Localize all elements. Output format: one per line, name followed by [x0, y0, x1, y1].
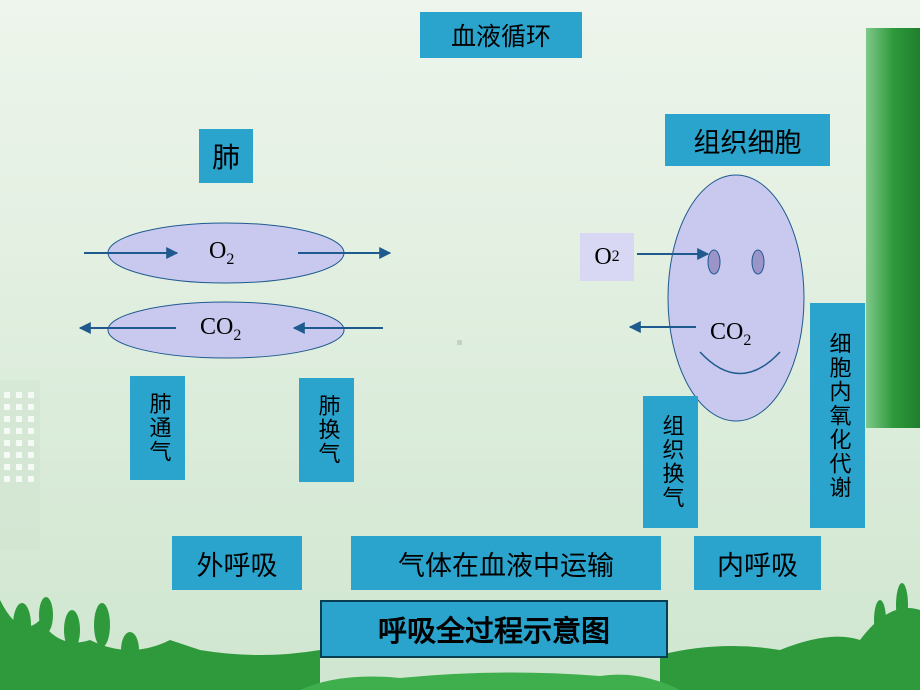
lung-exchange-box: 肺换气: [299, 378, 354, 482]
tissue-cells-box: 组织细胞: [665, 114, 830, 166]
right-green-bar: [866, 28, 920, 428]
diagram-title-box: 呼吸全过程示意图: [320, 600, 668, 658]
blood-circulation-label: 血液循环: [450, 22, 551, 51]
cell-right-eye: [751, 249, 765, 275]
lung-ventilation-label: 肺通气: [145, 392, 171, 464]
bottom-grass-decoration: [0, 583, 920, 690]
lung-co2-oval: [107, 301, 345, 359]
lung-ventilation-box: 肺通气: [130, 376, 185, 480]
lung-co2-label: CO2: [200, 314, 242, 344]
external-respiration-label: 外呼吸: [196, 550, 278, 582]
tissue-exchange-label: 组织换气: [658, 414, 684, 510]
tissue-cell-face: [667, 174, 805, 422]
cell-metabolism-box: 细胞内氧化代谢: [810, 303, 865, 528]
gas-transport-label: 气体在血液中运输: [398, 550, 614, 582]
blood-circulation-box: 血液循环: [420, 12, 582, 58]
cell-smile: [699, 351, 781, 375]
tissue-exchange-box: 组织换气: [643, 396, 698, 528]
external-respiration-box: 外呼吸: [172, 536, 302, 590]
left-grid-pattern: [0, 380, 40, 550]
cell-co2-label: CO2: [710, 319, 752, 349]
lung-o2-label: O2: [209, 238, 235, 268]
gas-transport-box: 气体在血液中运输: [351, 536, 661, 590]
lung-exchange-label: 肺换气: [314, 394, 340, 466]
lung-box: 肺: [199, 129, 253, 183]
cell-metabolism-label: 细胞内氧化代谢: [825, 331, 851, 500]
internal-respiration-label: 内呼吸: [717, 550, 798, 582]
diagram-title: 呼吸全过程示意图: [377, 614, 610, 648]
lung-label: 肺: [211, 141, 240, 174]
tissue-cells-label: 组织细胞: [693, 127, 802, 159]
internal-respiration-box: 内呼吸: [694, 536, 821, 590]
cell-left-eye: [707, 249, 721, 275]
